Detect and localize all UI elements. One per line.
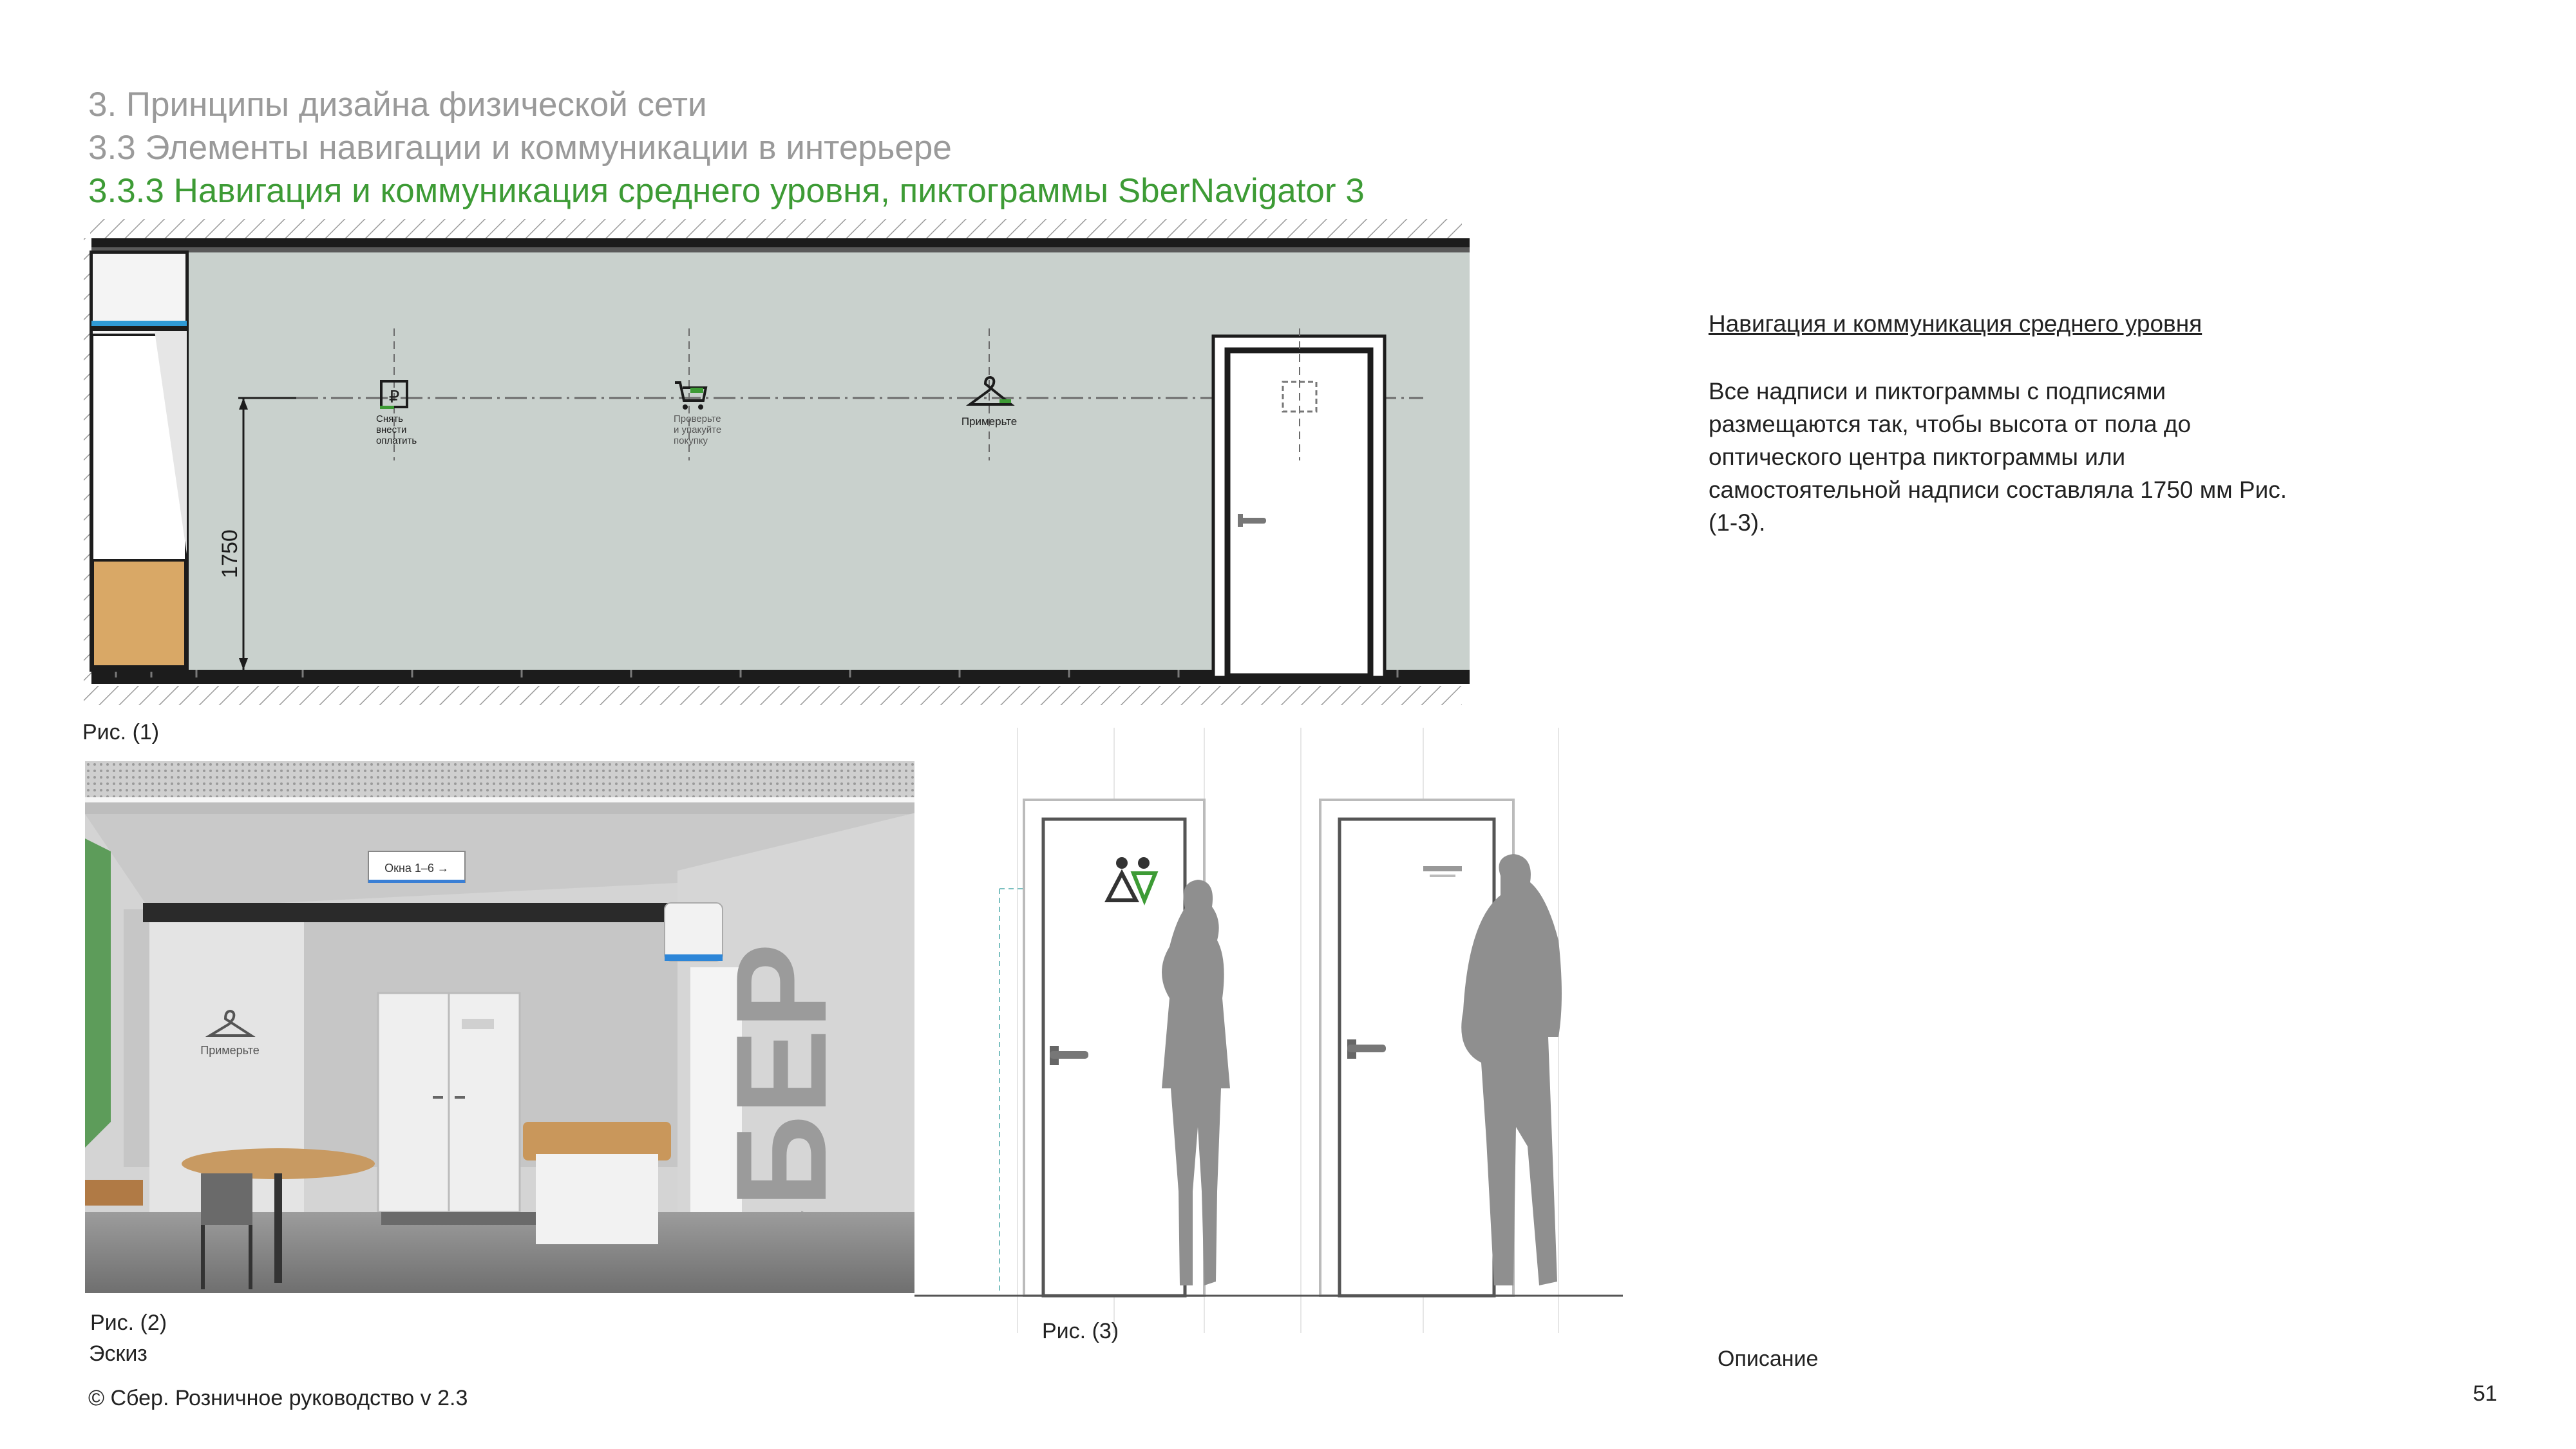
door-left bbox=[1023, 799, 1206, 1298]
hatching-top bbox=[90, 219, 1462, 238]
page-number: 51 bbox=[2473, 1381, 2497, 1406]
figure2-subcaption: Эскиз bbox=[89, 1341, 147, 1366]
figure1-caption: Рис. (1) bbox=[82, 720, 160, 744]
doors-silhouettes-drawing bbox=[914, 728, 1623, 1346]
section-heading: 3. Принципы дизайна физической сети bbox=[88, 86, 707, 124]
interior-render: Окна 1–6 → Примерьте СБЕР bbox=[85, 761, 916, 1293]
door-left-handle bbox=[1050, 1051, 1088, 1059]
door bbox=[1211, 328, 1387, 679]
svg-text:покупку: покупку bbox=[674, 435, 708, 446]
wall-elevation-drawing: 1750 ₽ Снять внести оплатить Проверьте и… bbox=[84, 219, 1470, 705]
toilet-pictogram-icon bbox=[1104, 857, 1159, 905]
sign-label-2: Проверьте bbox=[674, 413, 721, 424]
description-label: Описание bbox=[1718, 1347, 1819, 1371]
ceiling-sign-text: Окна 1–6 → bbox=[384, 862, 449, 875]
ceiling-sign bbox=[368, 851, 466, 883]
svg-text:внести: внести bbox=[376, 424, 406, 435]
page-title: 3.3.3 Навигация и коммуникация среднего … bbox=[88, 172, 1365, 210]
door-right-handle bbox=[1347, 1045, 1386, 1052]
woman-silhouette bbox=[1162, 880, 1230, 1285]
dimension-label: 1750 bbox=[218, 529, 242, 578]
door-sign-icon bbox=[1282, 381, 1318, 413]
svg-text:и упакуйте: и упакуйте bbox=[674, 424, 721, 435]
sign-hanger-icon: Примерьте bbox=[961, 328, 1017, 460]
sign-cash-icon: ₽ Снять внести оплатить bbox=[376, 328, 417, 460]
fitting-hanger-icon bbox=[205, 1009, 256, 1037]
hatching-bottom bbox=[90, 686, 1462, 705]
ceiling-line bbox=[91, 238, 1470, 247]
sign-label-3: Примерьте bbox=[961, 415, 1017, 428]
floor bbox=[85, 1212, 916, 1293]
figure3-caption: Рис. (3) bbox=[1042, 1319, 1119, 1343]
floor-line bbox=[91, 670, 1470, 684]
subsection-heading: 3.3 Элементы навигации и коммуникации в … bbox=[88, 129, 952, 167]
sign-label-1: Снять bbox=[376, 413, 403, 424]
fitting-label: Примерьте bbox=[200, 1044, 259, 1057]
svg-text:₽: ₽ bbox=[389, 387, 400, 406]
door-handle bbox=[1238, 518, 1266, 524]
sign-cart-icon: Проверьте и упакуйте покупку bbox=[674, 328, 721, 460]
figure2-caption: Рис. (2) bbox=[90, 1311, 167, 1335]
svg-text:оплатить: оплатить bbox=[376, 435, 417, 446]
description-title: Навигация и коммуникация среднего уровня bbox=[1709, 310, 2202, 337]
ceiling bbox=[85, 761, 916, 801]
table bbox=[182, 1148, 375, 1179]
man-silhouette bbox=[1461, 854, 1562, 1285]
floor-ticks bbox=[115, 670, 1399, 677]
footer-copyright: © Сбер. Розничное руководство v 2.3 bbox=[88, 1386, 468, 1410]
wooden-cabinet bbox=[91, 559, 187, 668]
counter bbox=[523, 1122, 671, 1160]
description-text: Все надписи и пиктограммы с подписями ра… bbox=[1709, 378, 2287, 536]
